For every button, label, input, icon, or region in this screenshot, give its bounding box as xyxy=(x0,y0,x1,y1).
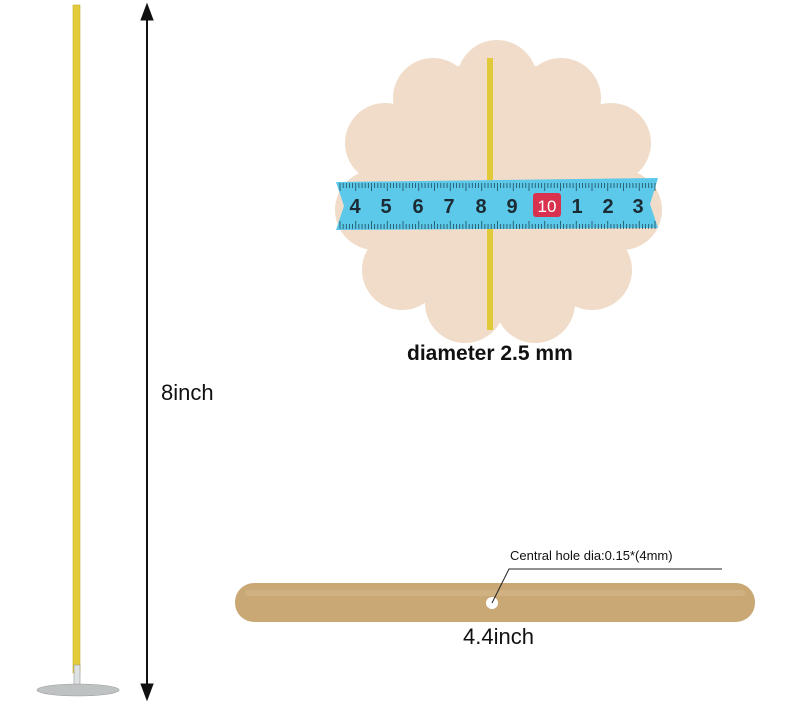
measuring-tape: 4 5 6 7 8 9 10 1 2 3 xyxy=(336,178,658,230)
tape-marker-10 xyxy=(533,193,561,217)
callout-line xyxy=(491,568,722,604)
hole-callout: Central hole dia:0.15*(4mm) xyxy=(510,548,673,563)
tape-number: 4 xyxy=(349,196,361,218)
tape-number: 1 xyxy=(571,196,582,218)
tape-number: 8 xyxy=(475,196,486,218)
length-arrow xyxy=(140,2,154,702)
diameter-label: diameter 2.5 mm xyxy=(407,342,573,366)
tape-number: 3 xyxy=(632,196,643,218)
diameter-prefix: diameter xyxy=(407,342,501,365)
length-label: 8inch xyxy=(161,380,214,405)
tape-number: 7 xyxy=(443,196,454,218)
tab-length-label: 4.4inch xyxy=(463,624,534,649)
tape-number: 10 xyxy=(538,197,557,216)
tape-number: 5 xyxy=(380,196,391,218)
tape-number: 2 xyxy=(602,196,613,218)
tape-number: 6 xyxy=(412,196,423,218)
diameter-value: 2.5 xyxy=(500,342,530,365)
diameter-unit: mm xyxy=(529,342,573,365)
wick xyxy=(36,4,120,697)
tape-number: 9 xyxy=(506,196,517,218)
wooden-centering-tab xyxy=(235,568,755,622)
wick-base-sustainer xyxy=(36,683,120,697)
